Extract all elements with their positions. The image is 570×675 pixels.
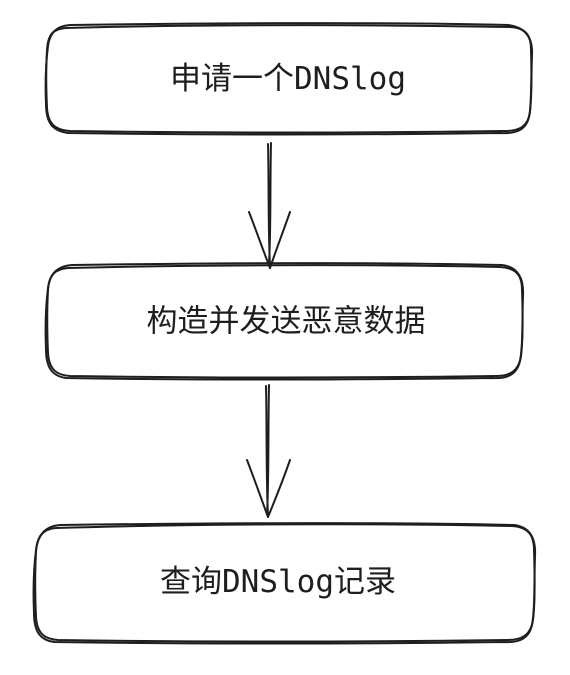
- node-2-outline: [46, 264, 524, 379]
- arrow-2-head-right: [267, 459, 291, 518]
- node-2-label: 构造并发送恶意数据: [147, 304, 426, 340]
- arrow-2-shaft-stroke2: [266, 384, 270, 515]
- flowchart-node-2[interactable]: 构造并发送恶意数据: [44, 262, 525, 381]
- arrow-1-head-left: [248, 211, 271, 269]
- arrow-2-head-left: [246, 459, 269, 518]
- flowchart-node-1[interactable]: 申请一个DNSlog: [44, 22, 534, 136]
- node-3-label: 查询DNSlog记录: [160, 564, 396, 600]
- node-1-outline-stroke2: [44, 22, 534, 136]
- arrow-1-head-right: [269, 211, 291, 269]
- node-3-outline-stroke2: [32, 522, 537, 645]
- node-3-outline: [34, 523, 536, 643]
- arrow-1-shaft-stroke2: [268, 142, 272, 265]
- flowchart-arrow-2: [246, 384, 291, 518]
- node-1-label: 申请一个DNSlog: [170, 61, 406, 97]
- flowchart-node-3[interactable]: 查询DNSlog记录: [32, 522, 537, 645]
- flowchart-arrow-1: [248, 142, 291, 269]
- node-2-outline-stroke2: [44, 262, 525, 381]
